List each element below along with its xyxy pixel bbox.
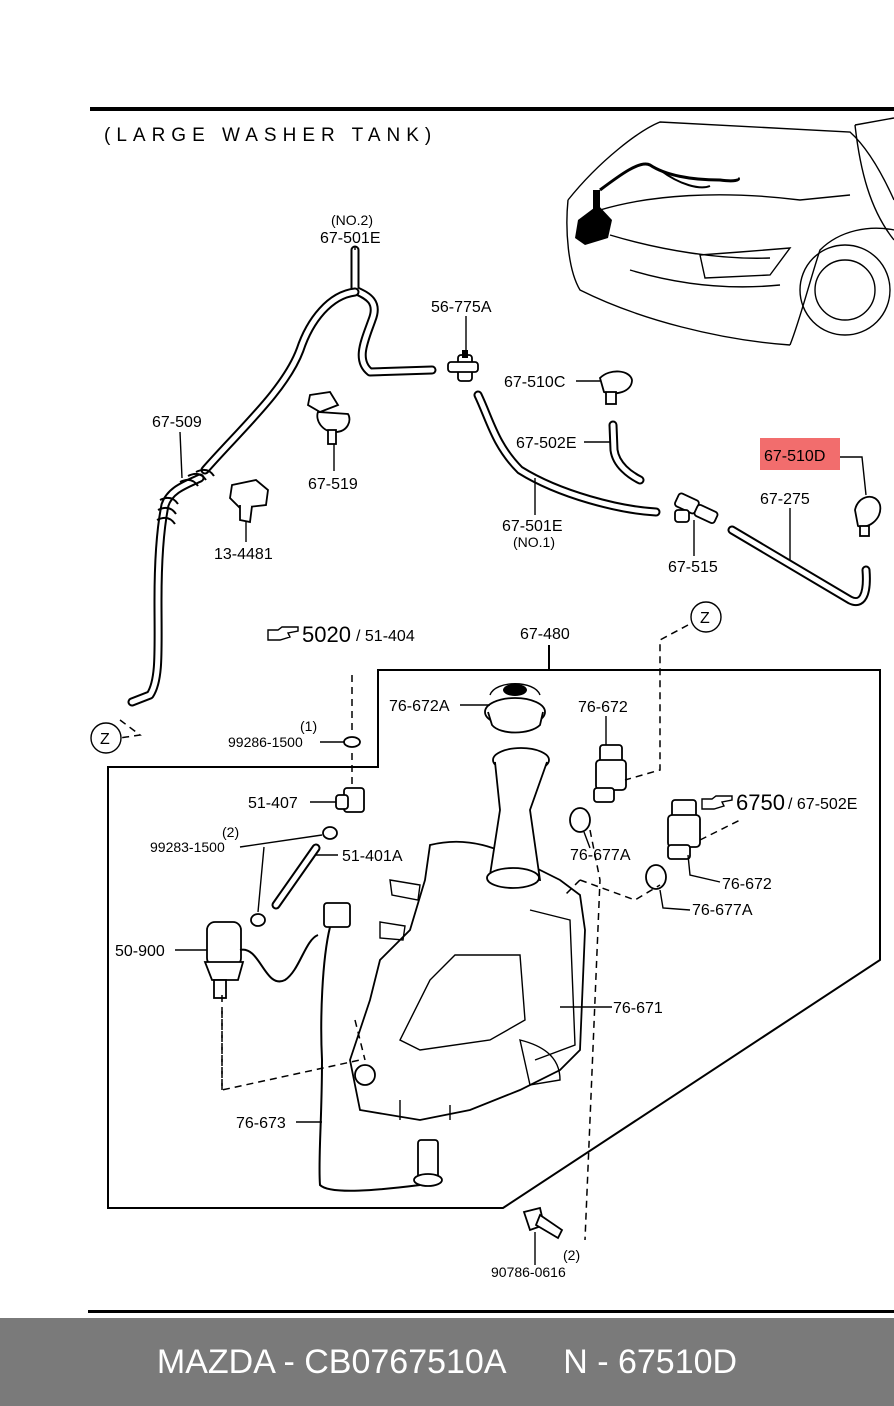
pointing-hand-icon (701, 795, 733, 810)
clip-67-519 (306, 391, 351, 445)
hose-51-401A (271, 843, 321, 910)
pointing-hand-icon (267, 626, 299, 641)
label-67-509: 67-509 (152, 414, 202, 431)
joint-67-515 (674, 492, 719, 524)
joint-51-407 (335, 787, 365, 813)
footer-brand-part: MAZDA - CB0767510A (156, 1342, 507, 1381)
label-76-677A-upper: 76-677A (570, 847, 631, 864)
label-ref-67-502E: / 67-502E (788, 796, 857, 813)
grommet-76-677A-lower (645, 864, 667, 890)
label-99283-qty: (2) (222, 824, 239, 840)
z-marker-top: Z (700, 610, 710, 627)
joint-56-775A (447, 350, 479, 382)
footer-number-part: N - 67510D (563, 1342, 738, 1381)
label-56-775A: 56-775A (431, 299, 492, 316)
motor-50-900 (203, 921, 319, 999)
harness-76-673 (318, 902, 443, 1192)
footer-banner: MAZDA - CB0767510A N - 67510D (0, 1318, 894, 1406)
z-marker-top-circle (690, 601, 722, 633)
label-90786-qty: (2) (563, 1247, 580, 1263)
bottom-border-line (88, 1310, 894, 1313)
tank-assembly-outline (107, 669, 881, 1209)
label-67-501E-no2-note: (NO.2) (331, 212, 373, 228)
label-99286-qty: (1) (300, 718, 317, 734)
label-99283-1500: 99283-1500 (150, 839, 225, 855)
label-67-515: 67-515 (668, 559, 718, 576)
grommet-76-677A-upper (569, 807, 591, 833)
label-67-502E: 67-502E (516, 435, 577, 452)
vehicle-front-illustration (566, 117, 894, 346)
label-67-501E-no1-note: (NO.1) (513, 534, 555, 550)
label-99286-1500: 99286-1500 (228, 734, 303, 750)
connector-13-4481 (229, 479, 269, 524)
highlight-67-510D (760, 438, 840, 470)
footer-spacer (507, 1343, 564, 1382)
clip-99283-1500-upper (322, 826, 338, 840)
pump-76-672-upper (593, 744, 627, 803)
label-67-501E-bottom: 67-501E (502, 518, 563, 535)
guide-lines (119, 624, 741, 1241)
cap-76-672A (484, 683, 546, 734)
bolt-90786-0616 (522, 1206, 564, 1240)
nozzle-67-510C (598, 370, 633, 405)
label-51-401A: 51-401A (342, 848, 403, 865)
z-marker-left-circle (90, 722, 122, 754)
label-67-480: 67-480 (520, 626, 570, 643)
hose-67-509 (127, 468, 215, 707)
label-76-673: 76-673 (236, 1115, 286, 1132)
pump-76-672-lower (667, 799, 701, 860)
top-border-line (90, 107, 894, 111)
diagram-title: (LARGE WASHER TANK) (104, 125, 437, 146)
label-13-4481: 13-4481 (214, 546, 273, 563)
filler-neck (486, 747, 550, 889)
hose-67-501E-no1 (473, 390, 661, 517)
leader-lines (175, 246, 867, 1265)
nozzle-67-510D (854, 496, 882, 537)
label-76-672-lower: 76-672 (722, 876, 772, 893)
hose-67-501E-no2 (200, 245, 437, 475)
label-76-672-upper: 76-672 (578, 699, 628, 716)
label-ref-51-404: / 51-404 (356, 628, 415, 645)
label-ref-6750: 6750 (736, 790, 785, 815)
label-ref-5020: 5020 (302, 622, 351, 647)
label-76-677A-lower: 76-677A (692, 902, 753, 919)
label-67-510D: 67-510D (764, 448, 825, 465)
z-marker-left: Z (100, 731, 110, 748)
label-67-519: 67-519 (308, 476, 358, 493)
label-76-671: 76-671 (613, 1000, 663, 1017)
washer-tank-76-671 (349, 840, 586, 1121)
label-67-510C: 67-510C (504, 374, 565, 391)
hose-67-275 (727, 525, 871, 606)
hose-67-502E (608, 420, 645, 485)
label-50-900: 50-900 (115, 943, 165, 960)
parts-diagram: (LARGE WASHER TANK) (88, 107, 894, 1313)
label-67-501E-top: 67-501E (320, 230, 381, 247)
label-90786-0616: 90786-0616 (491, 1264, 566, 1280)
clip-99283-1500-lower (250, 913, 266, 927)
label-51-407: 51-407 (248, 795, 298, 812)
label-67-275: 67-275 (760, 491, 810, 508)
label-76-672A: 76-672A (389, 698, 450, 715)
clip-99286-1500 (343, 736, 361, 748)
